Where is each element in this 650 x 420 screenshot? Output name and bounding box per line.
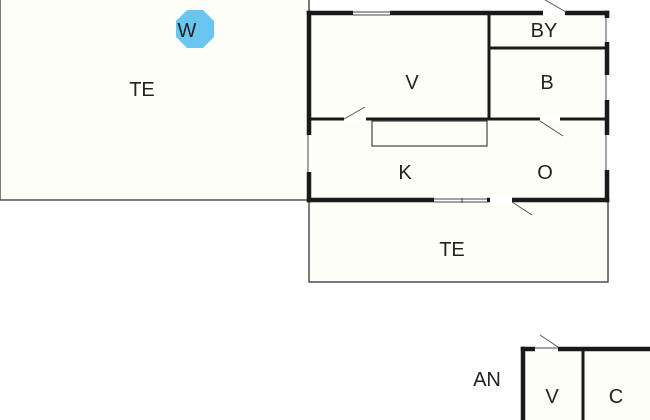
room-label-annex-c: C (609, 386, 623, 408)
water-octagon-icon (176, 10, 214, 48)
room-label-living: V (405, 72, 419, 94)
terrace-main-area (0, 0, 310, 201)
room-label-kitchen: K (398, 162, 412, 184)
room-label-shower: BY (531, 20, 558, 42)
room-label-terrace-main: TE (129, 79, 155, 101)
room-label-terrace-front: TE (439, 239, 465, 261)
terrace-front-area (308, 199, 609, 283)
water-marker: W (176, 10, 214, 48)
room-label-annex: AN (473, 369, 501, 391)
room-label-annex-living: V (545, 386, 559, 408)
water-label: W (178, 20, 197, 42)
house-doors (343, 0, 567, 216)
house-floor (309, 13, 607, 200)
house-windows (306, 10, 610, 203)
room-label-bath: B (540, 72, 553, 94)
kitchen-counter (371, 120, 488, 147)
room-label-other: O (537, 162, 553, 184)
annex-floor (523, 349, 650, 420)
annex-door (535, 334, 559, 352)
